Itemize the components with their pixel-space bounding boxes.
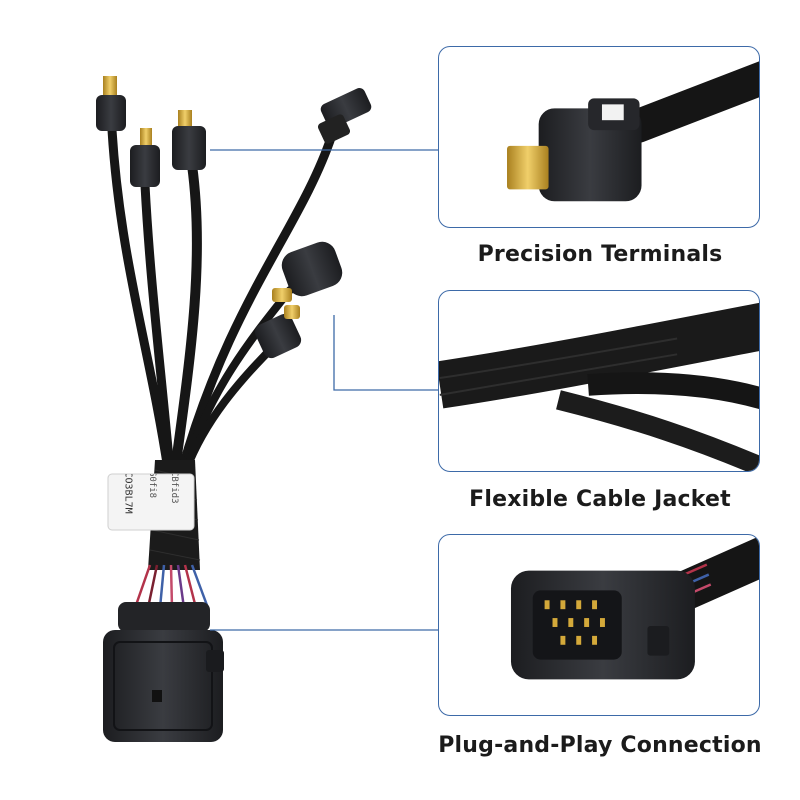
- terminal-closeup-image: [507, 61, 759, 202]
- exposed-wires: [133, 564, 210, 609]
- connector-closeup-image: [510, 536, 759, 680]
- callout-line-jacket: [333, 315, 470, 391]
- branch-cables: [107, 125, 337, 475]
- detail-panel-connector: [438, 534, 760, 716]
- terminal-connector-5: [272, 241, 343, 302]
- jacket-closeup-image: [439, 302, 759, 471]
- caption-terminals: Precision Terminals: [477, 242, 723, 267]
- terminal-connector-2: [130, 128, 160, 187]
- detail-panel-jacket: [438, 290, 760, 472]
- caption-jacket: Flexible Cable Jacket: [469, 487, 731, 512]
- label-line-2: G0fi8: [147, 474, 157, 499]
- label-line-1: CO3BL7M: [122, 474, 134, 514]
- detail-panel-terminals: [438, 46, 760, 228]
- terminal-connector-3: [172, 110, 206, 170]
- harness-id-label: [107, 473, 195, 531]
- terminal-connector-4: [317, 88, 372, 144]
- harness-label-text: CO3BL7M G0fi8 CBfid3: [108, 474, 194, 530]
- terminal-connector-6: [254, 305, 302, 359]
- label-line-3: CBfid3: [169, 474, 179, 504]
- terminal-connector-1: [96, 76, 126, 131]
- main-connector: [103, 602, 224, 742]
- caption-connector: Plug-and-Play Connection: [438, 733, 762, 758]
